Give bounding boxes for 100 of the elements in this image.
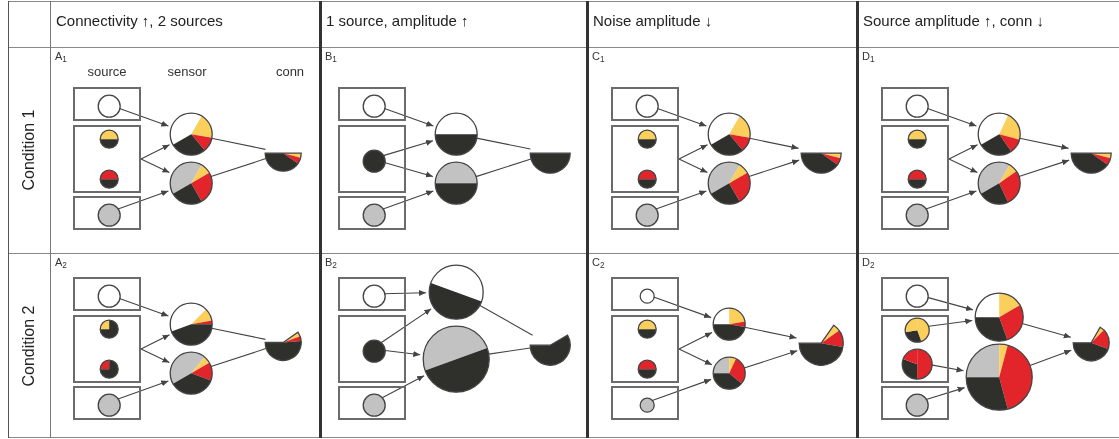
- sensor-pie-chart: [706, 111, 752, 157]
- connector-line: [478, 304, 534, 336]
- sensor-pie-chart: [711, 355, 747, 391]
- source-circle: [361, 202, 387, 228]
- sensor-pie-chart: [964, 342, 1034, 412]
- sensor-pie-chart: [433, 160, 479, 206]
- source-box: [611, 125, 679, 193]
- source-box: [338, 87, 406, 121]
- sensor-pie-chart: [976, 160, 1022, 206]
- sensor-pie-chart: [706, 160, 752, 206]
- connector-line: [210, 158, 267, 178]
- row-heading: Condition 2: [19, 305, 38, 387]
- arrow: [1018, 159, 1070, 178]
- arrow: [743, 350, 798, 369]
- arrow: [1019, 137, 1070, 150]
- column-heading: 1 source, amplitude ↑: [326, 12, 469, 31]
- source-circle: [96, 93, 122, 119]
- source-circle: [634, 202, 660, 228]
- arrow: [744, 326, 798, 340]
- source-box: [611, 277, 679, 311]
- source-box: [338, 125, 406, 193]
- arrow: [116, 380, 169, 400]
- source-box: [881, 87, 949, 121]
- sensor-pie-chart: [976, 111, 1022, 157]
- arrow: [651, 378, 712, 402]
- arrow: [678, 348, 713, 366]
- arrow: [924, 386, 966, 401]
- connector-line: [211, 137, 266, 150]
- arrow: [924, 190, 977, 210]
- column-label: sensor: [167, 64, 207, 81]
- source-circle: [634, 93, 660, 119]
- connector-line: [211, 327, 266, 340]
- arrow: [1021, 322, 1072, 339]
- source-circle: [906, 168, 928, 190]
- arrow: [749, 137, 800, 150]
- source-box: [881, 125, 949, 193]
- sensor-pie-chart: [168, 111, 214, 157]
- arrow: [140, 144, 171, 160]
- source-box: [338, 315, 406, 383]
- arrow: [140, 334, 171, 350]
- source-circle: [361, 338, 387, 364]
- source-box: [73, 277, 141, 311]
- panel-label: C$_{2}$: [592, 257, 605, 268]
- connectivity-sector: [1069, 151, 1113, 175]
- column-label: source: [87, 64, 127, 81]
- source-circle: [98, 318, 120, 340]
- arrow: [116, 190, 169, 210]
- column-heading: Source amplitude ↑, conn ↓: [863, 12, 1044, 31]
- source-box: [611, 196, 679, 230]
- arrow: [140, 158, 170, 174]
- source-circle: [638, 396, 656, 414]
- panel-label: A$_{1}$: [55, 51, 67, 62]
- source-box: [881, 386, 949, 420]
- source-circle: [904, 93, 930, 119]
- source-box: [881, 277, 949, 311]
- source-circle: [638, 287, 656, 305]
- source-circle: [904, 202, 930, 228]
- connector-line: [476, 137, 531, 150]
- source-circle: [96, 283, 122, 309]
- sensor-pie-chart: [900, 347, 934, 381]
- source-circle: [906, 128, 928, 150]
- source-box: [73, 315, 141, 383]
- arrow: [381, 375, 425, 399]
- source-circle: [361, 93, 387, 119]
- source-circle: [98, 168, 120, 190]
- arrow: [926, 318, 973, 327]
- sensor-pie-chart: [421, 324, 491, 394]
- connectivity-sector: [1071, 326, 1111, 363]
- row-heading: Condition 1: [19, 109, 38, 191]
- arrow: [382, 139, 434, 157]
- arrow: [380, 308, 432, 344]
- source-circle: [636, 128, 658, 150]
- source-box: [73, 87, 141, 121]
- panel-label: D$_{2}$: [862, 257, 875, 268]
- connectivity-sector: [797, 323, 845, 367]
- source-box: [611, 315, 679, 383]
- arrow: [381, 190, 434, 210]
- column-label: conn: [275, 64, 305, 81]
- arrow: [654, 190, 707, 210]
- arrow: [748, 159, 800, 178]
- arrow: [1029, 349, 1072, 367]
- source-box: [73, 386, 141, 420]
- connector-line: [488, 347, 531, 355]
- panel-label: C$_{1}$: [592, 51, 605, 62]
- source-box: [338, 386, 406, 420]
- source-circle: [904, 283, 930, 309]
- sensor-pie-chart: [711, 306, 747, 342]
- source-circle: [98, 128, 120, 150]
- connectivity-sector: [263, 331, 303, 363]
- connectivity-sector: [528, 151, 572, 175]
- source-circle: [903, 316, 931, 344]
- connector-line: [475, 158, 532, 178]
- source-circle: [96, 392, 122, 418]
- source-circle: [361, 148, 387, 174]
- panel-label: B$_{1}$: [325, 51, 337, 62]
- connector-line: [210, 348, 267, 368]
- connectivity-sector: [799, 151, 843, 175]
- column-heading: Noise amplitude ↓: [593, 12, 713, 31]
- arrow: [948, 144, 979, 160]
- source-circle: [904, 392, 930, 418]
